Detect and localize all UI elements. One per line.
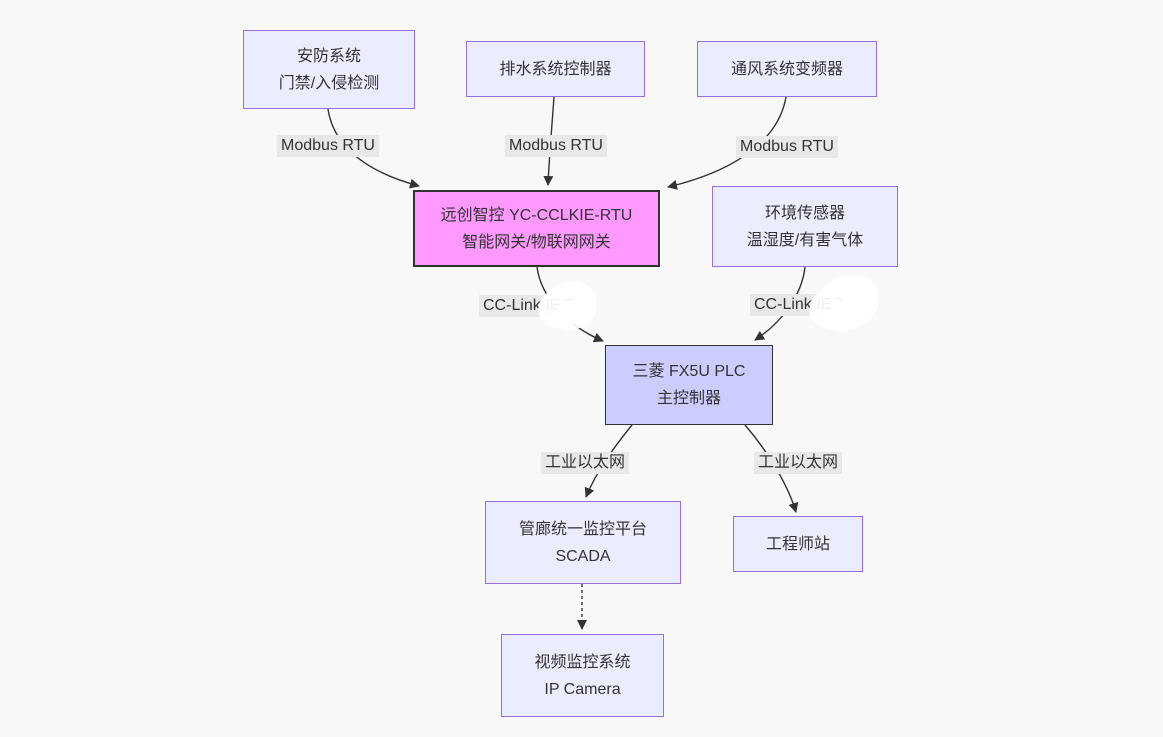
node-security-line1: 安防系统	[296, 47, 361, 65]
node-scada-line2: SCADA	[555, 547, 611, 565]
node-ventilation-vfd: 通风系统变频器	[697, 41, 877, 97]
node-plc-main-controller: 三菱 FX5U PLC 主控制器	[605, 345, 773, 425]
node-camera-line2: IP Camera	[544, 680, 621, 698]
node-drainage-line1: 排水系统控制器	[499, 60, 612, 78]
node-security-system: 安防系统 门禁/入侵检测	[243, 30, 415, 109]
node-gateway-line1: 远创智控 YC-CCLKIE-RTU	[440, 206, 633, 224]
edge-label-modbus-rtu-2: Modbus RTU	[505, 135, 607, 157]
node-scada-line1: 管廊统一监控平台	[518, 520, 647, 538]
node-security-line2: 门禁/入侵检测	[278, 74, 380, 92]
node-environment-sensor: 环境传感器 温湿度/有害气体	[712, 186, 898, 267]
edge-label-industrial-ethernet-2: 工业以太网	[753, 452, 843, 474]
edge-label-industrial-ethernet-1: 工业以太网	[540, 452, 630, 474]
edge-label-modbus-rtu-3: Modbus RTU	[736, 136, 838, 158]
node-ventilation-line1: 通风系统变频器	[730, 60, 843, 78]
node-gateway-line2: 智能网关/物联网网关	[462, 233, 611, 251]
node-camera-line1: 视频监控系统	[534, 653, 631, 671]
node-envsensor-line1: 环境传感器	[764, 204, 845, 222]
node-engineer-station: 工程师站	[733, 516, 863, 572]
node-scada-platform: 管廊统一监控平台 SCADA	[485, 501, 681, 584]
node-plc-line2: 主控制器	[656, 390, 721, 407]
node-plc-line1: 三菱 FX5U PLC	[632, 363, 746, 380]
node-envsensor-line2: 温湿度/有害气体	[746, 231, 864, 249]
node-video-surveillance: 视频监控系统 IP Camera	[501, 634, 664, 717]
node-engineer-line1: 工程师站	[765, 535, 830, 553]
edge-label-modbus-rtu-1: Modbus RTU	[277, 135, 379, 157]
node-iot-gateway: 远创智控 YC-CCLKIE-RTU 智能网关/物联网网关	[413, 190, 660, 267]
node-drainage-controller: 排水系统控制器	[466, 41, 645, 97]
